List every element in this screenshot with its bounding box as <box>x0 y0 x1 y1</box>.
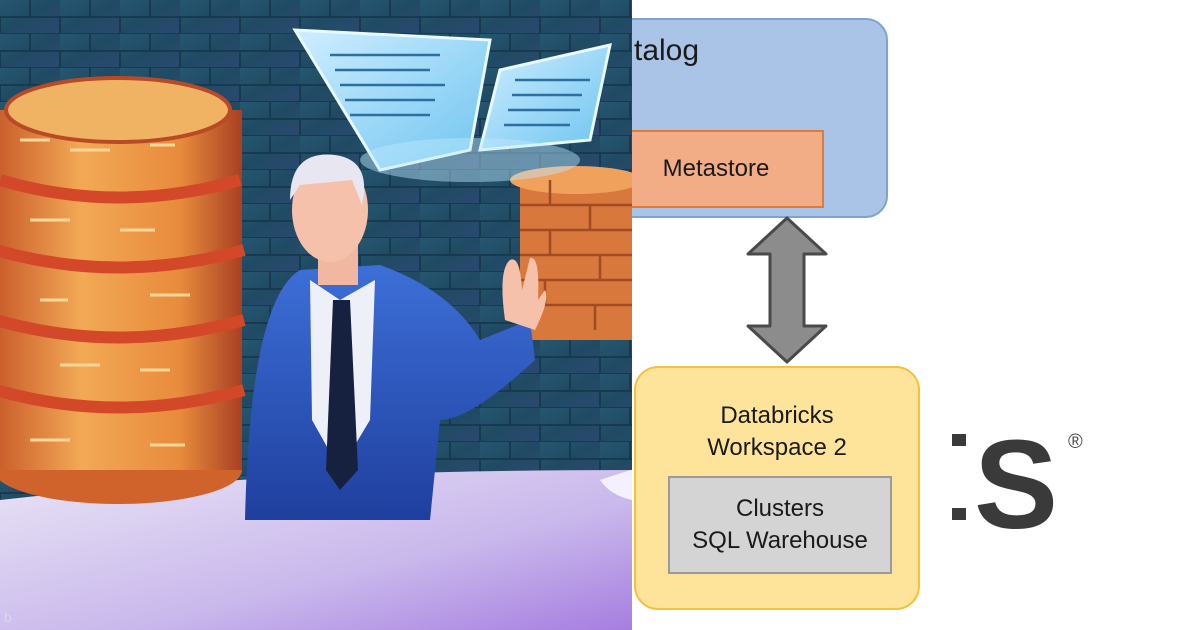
architecture-diagram: talog Metastore Databricks Workspace 2 C… <box>632 0 1200 630</box>
ai-illustration: b <box>0 0 632 630</box>
catalog-title: talog <box>634 34 700 67</box>
logo-letter: S <box>974 420 1058 540</box>
metastore-box: Metastore <box>632 130 824 208</box>
workspace-title-line1: Databricks <box>720 402 834 429</box>
logo-partial-letter <box>952 434 966 520</box>
corner-watermark: b <box>4 609 12 625</box>
catalog-box: talog Metastore <box>632 18 888 218</box>
data-barrel <box>0 76 246 504</box>
compute-line2: SQL Warehouse <box>692 527 868 554</box>
desk <box>0 470 632 630</box>
metastore-label: Metastore <box>662 155 770 182</box>
workspace-box: Databricks Workspace 2 Clusters SQL Ware… <box>634 366 920 610</box>
compute-line1: Clusters <box>735 495 825 522</box>
registered-mark: ® <box>1068 431 1083 453</box>
workspace-title-line2: Workspace 2 <box>707 434 847 461</box>
compute-box: Clusters SQL Warehouse <box>668 476 892 574</box>
brand-logo-fragment: S ® <box>952 414 1102 555</box>
businessman-figure <box>245 154 547 520</box>
floating-document <box>292 28 612 182</box>
workspace-title: Databricks Workspace 2 <box>636 400 918 464</box>
bidirectional-arrow <box>746 216 828 364</box>
